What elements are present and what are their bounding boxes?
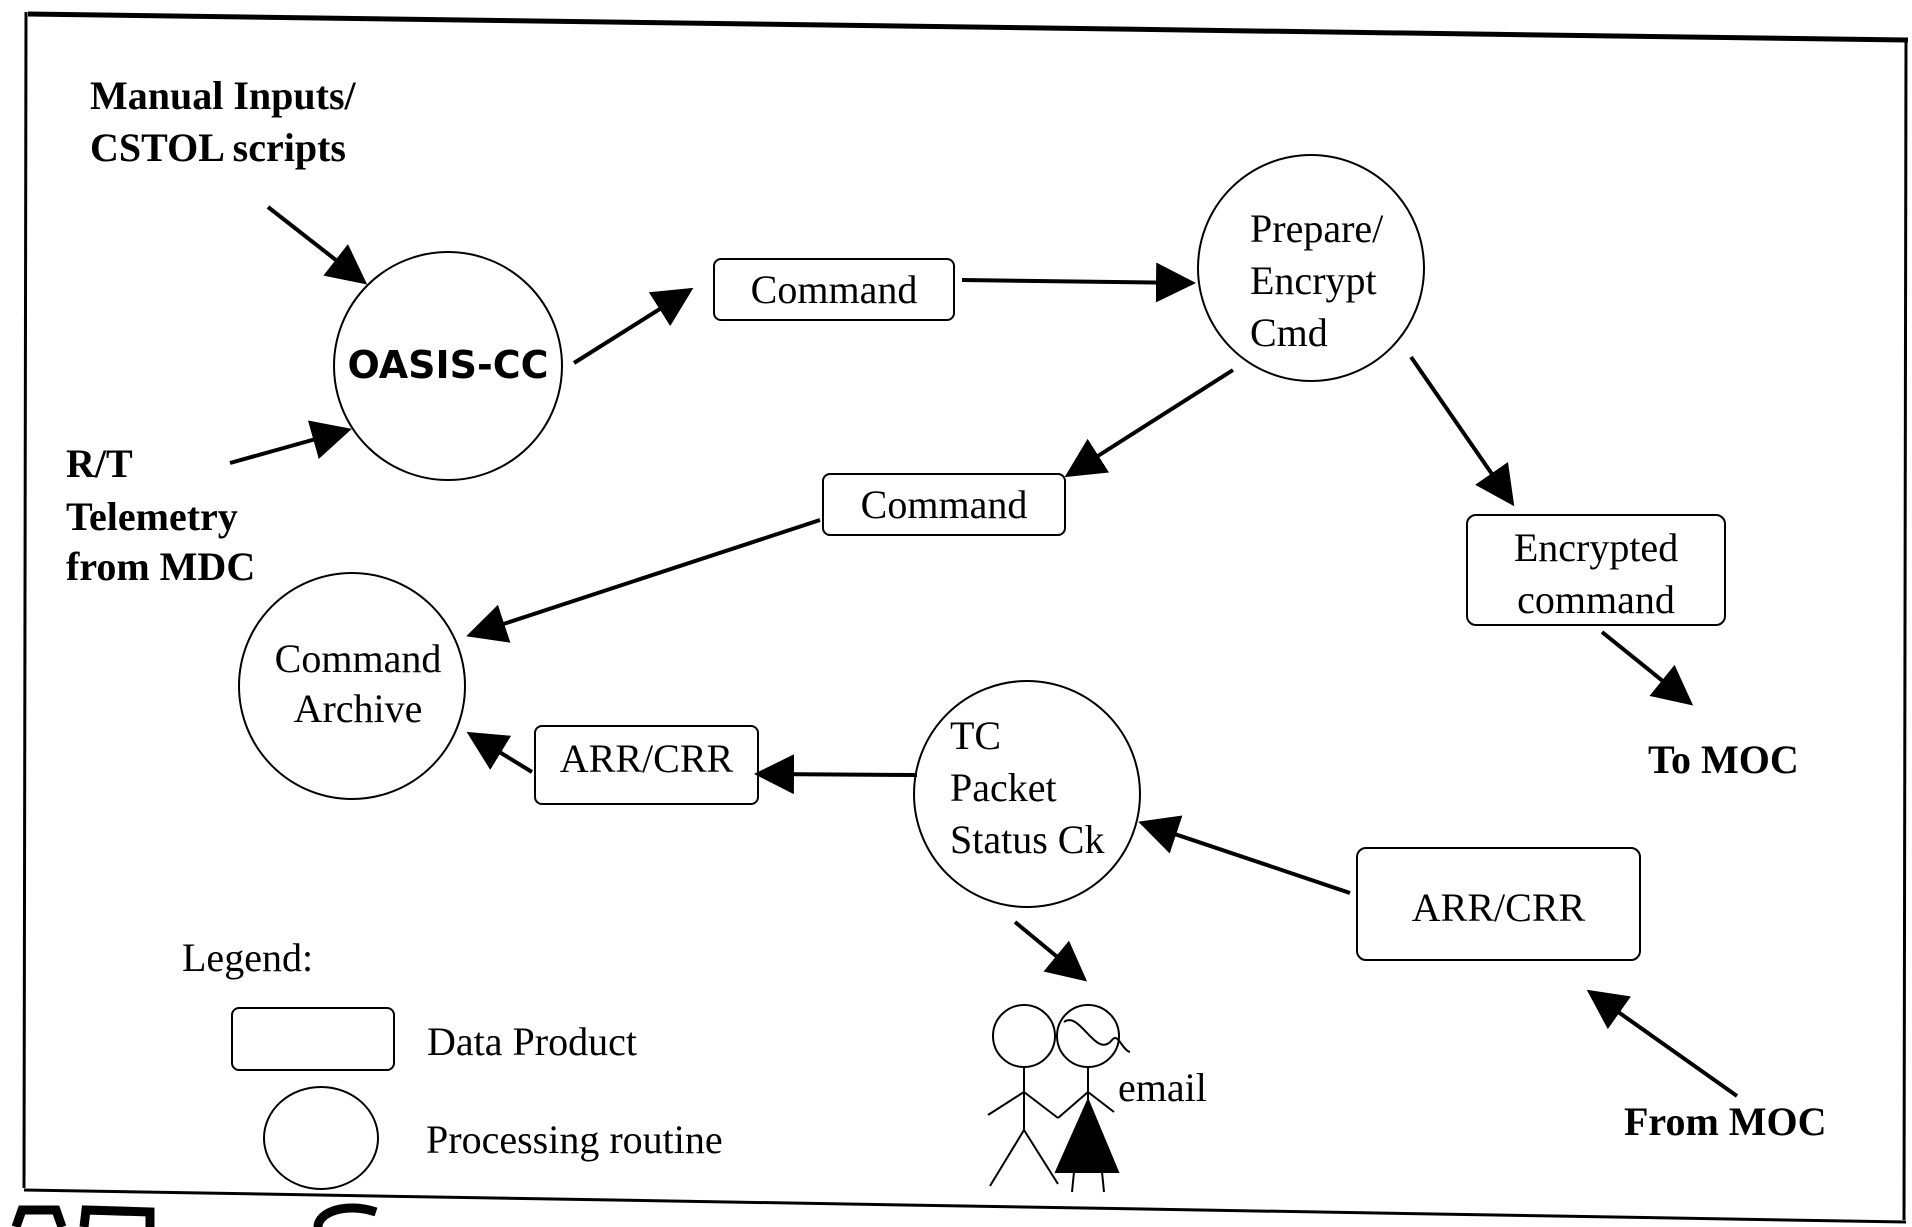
legend-data-product-swatch xyxy=(231,1007,395,1071)
legend-data-product-label: Data Product xyxy=(427,1019,637,1064)
arrow-oasis-to-command xyxy=(572,287,694,365)
command-label: command xyxy=(1517,577,1675,622)
oasis-cc-label: OASIS-CC xyxy=(347,343,549,387)
arr-crr-right-product xyxy=(1356,847,1641,961)
encrypted-command-product xyxy=(1466,514,1726,626)
encrypted-label: Encrypted xyxy=(1513,525,1679,570)
frame-top-line xyxy=(27,11,1909,43)
command-archive-line1: Command xyxy=(274,636,442,681)
arrow-command-to-prepare xyxy=(961,262,1196,303)
command-top-product xyxy=(713,258,955,321)
arrow-tc-to-email xyxy=(1013,920,1088,982)
arrow-prepare-to-command-mid xyxy=(1064,368,1235,478)
command-mid-product xyxy=(822,473,1066,536)
frame-bottom-line xyxy=(23,1188,1907,1224)
from-moc-label: From MOC xyxy=(1624,1099,1827,1144)
status-ck-label: Status Ck xyxy=(950,817,1105,862)
command-archive-line2: Archive xyxy=(293,686,423,731)
cmd-label: Cmd xyxy=(1250,310,1328,355)
arrow-arr-crr-right-to-tc xyxy=(1138,815,1351,895)
email-recipients-icon xyxy=(987,1004,1131,1193)
oasis-cc-process xyxy=(333,251,563,481)
rt-label: R/T xyxy=(66,441,133,486)
logo-fragment-swirl xyxy=(313,1203,378,1227)
arrow-prepare-to-encrypted xyxy=(1409,355,1515,507)
command-mid-label: Command xyxy=(860,482,1028,527)
arrow-tc-to-arr-crr-left xyxy=(754,754,918,795)
arrow-encrypted-to-moc xyxy=(1600,630,1694,706)
arr-crr-left-label: ARR/CRR xyxy=(559,736,734,781)
arrow-rt-to-oasis xyxy=(229,420,352,465)
frame-left-line xyxy=(22,11,28,1189)
packet-label: Packet xyxy=(950,765,1057,810)
command-top-label: Command xyxy=(750,267,918,312)
telemetry-label: Telemetry xyxy=(66,494,238,539)
email-label: email xyxy=(1118,1065,1207,1110)
tc-label: TC xyxy=(950,713,1002,758)
cstol-scripts-label: CSTOL scripts xyxy=(90,125,346,170)
command-archive-process xyxy=(238,572,466,800)
from-mdc-label: from MDC xyxy=(66,544,256,589)
encrypt-label: Encrypt xyxy=(1250,258,1377,303)
prepare-label: Prepare/ xyxy=(1250,206,1384,251)
legend-processing-routine-label: Processing routine xyxy=(426,1117,723,1162)
legend-title: Legend: xyxy=(182,935,314,980)
arrow-command-mid-to-archive xyxy=(466,518,821,643)
arrow-manual-to-oasis xyxy=(266,205,368,285)
arrow-arr-crr-left-to-archive xyxy=(466,731,534,774)
to-moc-label: To MOC xyxy=(1648,737,1799,782)
manual-inputs-label: Manual Inputs/ xyxy=(90,73,356,118)
logo-fragment xyxy=(11,1205,155,1227)
prepare-encrypt-process xyxy=(1197,154,1425,382)
tc-packet-status-process xyxy=(913,680,1141,908)
legend-processing-routine-swatch xyxy=(263,1086,379,1190)
arrow-from-moc-to-arr-crr xyxy=(1586,989,1739,1098)
frame-right-line xyxy=(1902,39,1908,1221)
arr-crr-right-label: ARR/CRR xyxy=(1411,885,1586,930)
